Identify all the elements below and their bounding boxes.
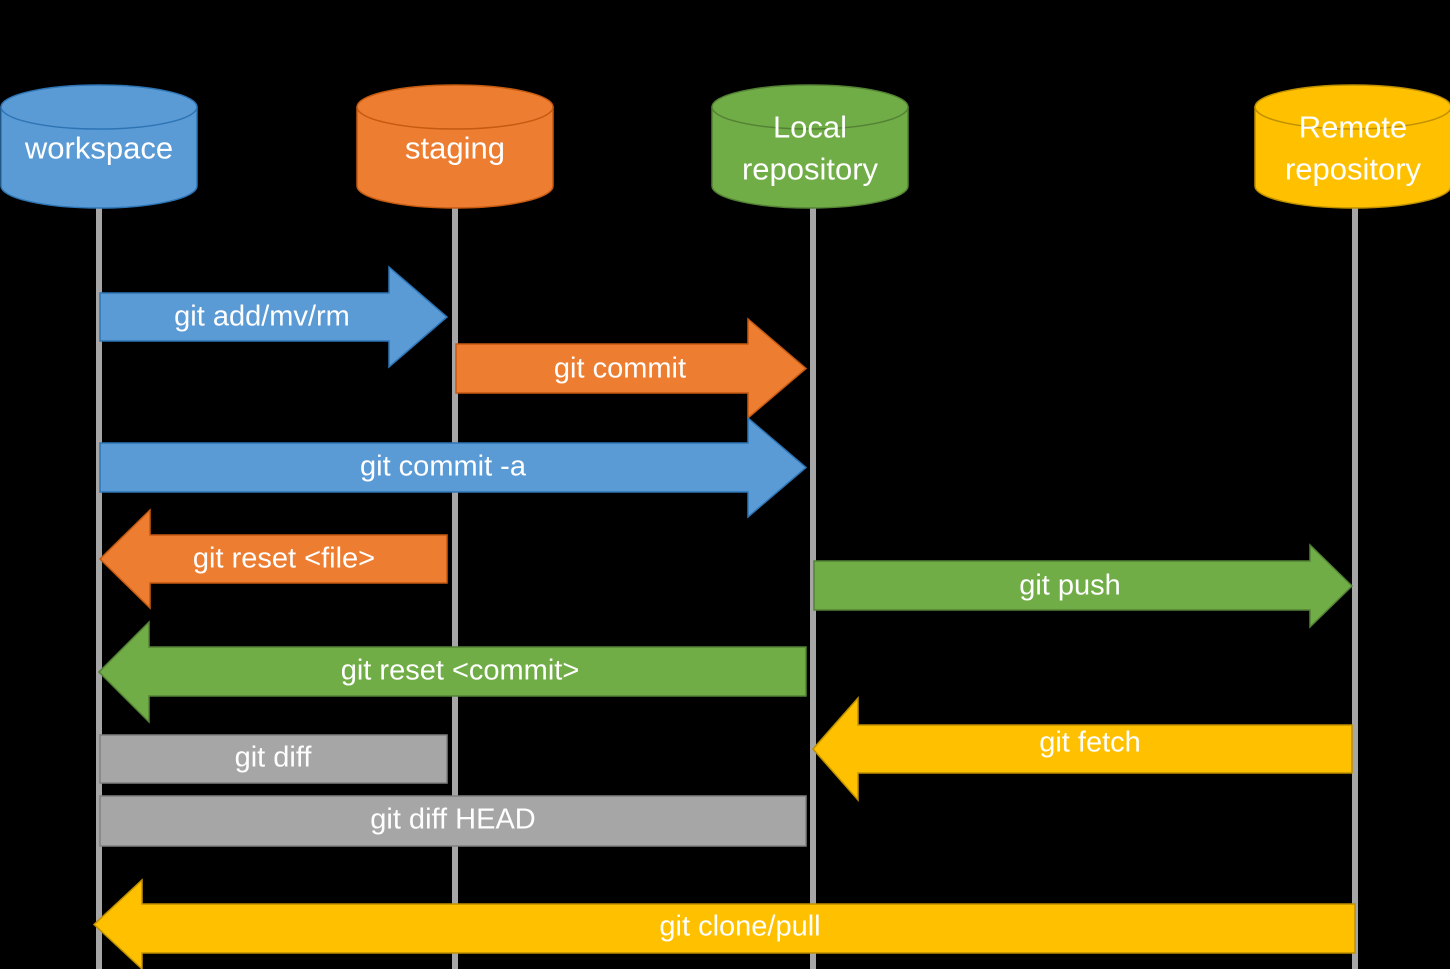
arrow-shape-git-commit — [455, 317, 808, 420]
node-label-line: repository — [742, 152, 879, 187]
flow-label-git-add: git add/mv/rm — [174, 301, 350, 333]
flow-label-git-commit-a: git commit -a — [360, 451, 527, 483]
arrow-shape-git-reset-file — [98, 508, 448, 610]
arrow-shape-git-reset-commit — [97, 620, 807, 724]
cylinder-body-workspace — [0, 106, 198, 209]
node-label-remote-repository: Remote repository — [1285, 110, 1422, 187]
node-label-staging: staging — [405, 131, 505, 166]
node-local-repository[interactable]: Local repository — [711, 84, 909, 209]
bar-shape-git-diff-head — [99, 795, 807, 847]
bar-shape-git-diff — [99, 734, 448, 784]
lifeline-workspace — [96, 204, 102, 969]
bar-label-git-diff-head: git diff HEAD — [370, 804, 535, 836]
node-label-local-repository: Local repository — [742, 110, 879, 187]
lifeline-remote-repository — [1352, 204, 1358, 969]
flow-label-git-fetch: git fetch — [1039, 727, 1141, 759]
arrow-shape-git-add — [99, 265, 449, 369]
cylinder-body-local-repository — [711, 106, 909, 209]
arrow-shape-git-push — [813, 543, 1354, 629]
flow-git-reset-commit[interactable]: git reset <commit> — [97, 620, 807, 724]
lifeline-local-repository — [810, 204, 816, 969]
arrow-shape-git-commit-a — [99, 416, 808, 519]
flow-git-commit-a[interactable]: git commit -a — [99, 416, 808, 519]
node-label-workspace: workspace — [24, 131, 173, 166]
cylinder-top-local-repository — [711, 84, 909, 130]
flow-git-push[interactable]: git push — [813, 543, 1354, 629]
cylinder-top-workspace — [0, 84, 198, 130]
cylinder-body-staging — [356, 106, 554, 209]
flow-git-commit[interactable]: git commit — [455, 317, 808, 420]
arrow-shape-git-fetch — [811, 696, 1353, 802]
node-remote-repository[interactable]: Remote repository — [1254, 84, 1450, 209]
flow-git-fetch[interactable]: git fetch — [811, 696, 1353, 802]
flow-label-git-commit: git commit — [554, 353, 686, 385]
flow-label-git-clone-pull: git clone/pull — [659, 911, 820, 943]
flow-git-clone-pull[interactable]: git clone/pull — [92, 878, 1356, 969]
flow-label-git-push: git push — [1019, 570, 1121, 602]
node-cylinders-group: workspace staging Local repository Remote rep… — [0, 84, 1450, 209]
bar-git-diff[interactable]: git diff — [99, 734, 448, 784]
node-label-line: Local — [773, 110, 847, 145]
comparison-bars-group: git diff git diff HEAD — [99, 734, 807, 847]
cylinder-top-staging — [356, 84, 554, 130]
bar-label-git-diff: git diff — [235, 742, 313, 774]
bar-git-diff-head[interactable]: git diff HEAD — [99, 795, 807, 847]
node-staging[interactable]: staging — [356, 84, 554, 209]
node-label-line: repository — [1285, 152, 1422, 187]
cylinder-top-remote-repository — [1254, 84, 1450, 130]
flow-label-git-reset-commit: git reset <commit> — [341, 655, 580, 687]
arrow-shape-git-clone-pull — [92, 878, 1356, 969]
flow-git-add[interactable]: git add/mv/rm — [99, 265, 449, 369]
node-label-line: Remote — [1299, 110, 1408, 145]
flow-git-reset-file[interactable]: git reset <file> — [98, 508, 448, 610]
lifelines-group — [96, 204, 1358, 969]
lifeline-staging — [452, 204, 458, 969]
flow-label-git-reset-file: git reset <file> — [193, 543, 375, 575]
cylinder-body-remote-repository — [1254, 106, 1450, 209]
node-workspace[interactable]: workspace — [0, 84, 198, 209]
flow-arrows-group: git add/mv/rm git commit git commit -a git … — [92, 265, 1356, 969]
